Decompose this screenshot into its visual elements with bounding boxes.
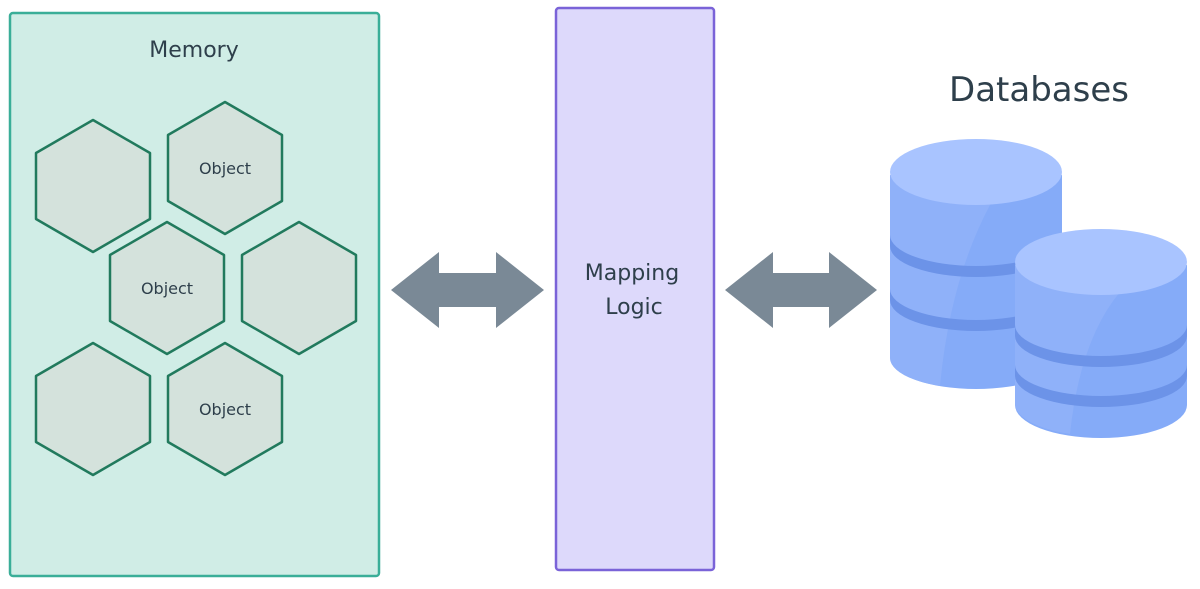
object-hexagon	[34, 341, 152, 477]
object-label: Object	[141, 279, 193, 298]
database-icon	[1015, 229, 1187, 438]
database-icon	[890, 139, 1062, 389]
object-hexagon	[240, 220, 358, 356]
object-label: Object	[199, 159, 251, 178]
memory-panel: Memory Object Object Object	[8, 11, 381, 578]
databases-title: Databases	[949, 70, 1129, 110]
double-arrow-icon	[725, 252, 877, 328]
mapping-logic-line1: Mapping	[585, 261, 679, 286]
double-arrow-icon	[391, 252, 544, 328]
object-hexagon	[34, 118, 152, 254]
mapping-logic-panel: Mapping Logic	[554, 6, 716, 572]
mapping-logic-line2: Logic	[605, 295, 663, 320]
object-hexagon: Object	[108, 220, 226, 356]
object-hexagon: Object	[166, 341, 284, 477]
memory-title: Memory	[149, 38, 238, 63]
mapping-logic-box	[554, 6, 716, 572]
object-label: Object	[199, 400, 251, 419]
object-hexagon: Object	[166, 100, 284, 236]
